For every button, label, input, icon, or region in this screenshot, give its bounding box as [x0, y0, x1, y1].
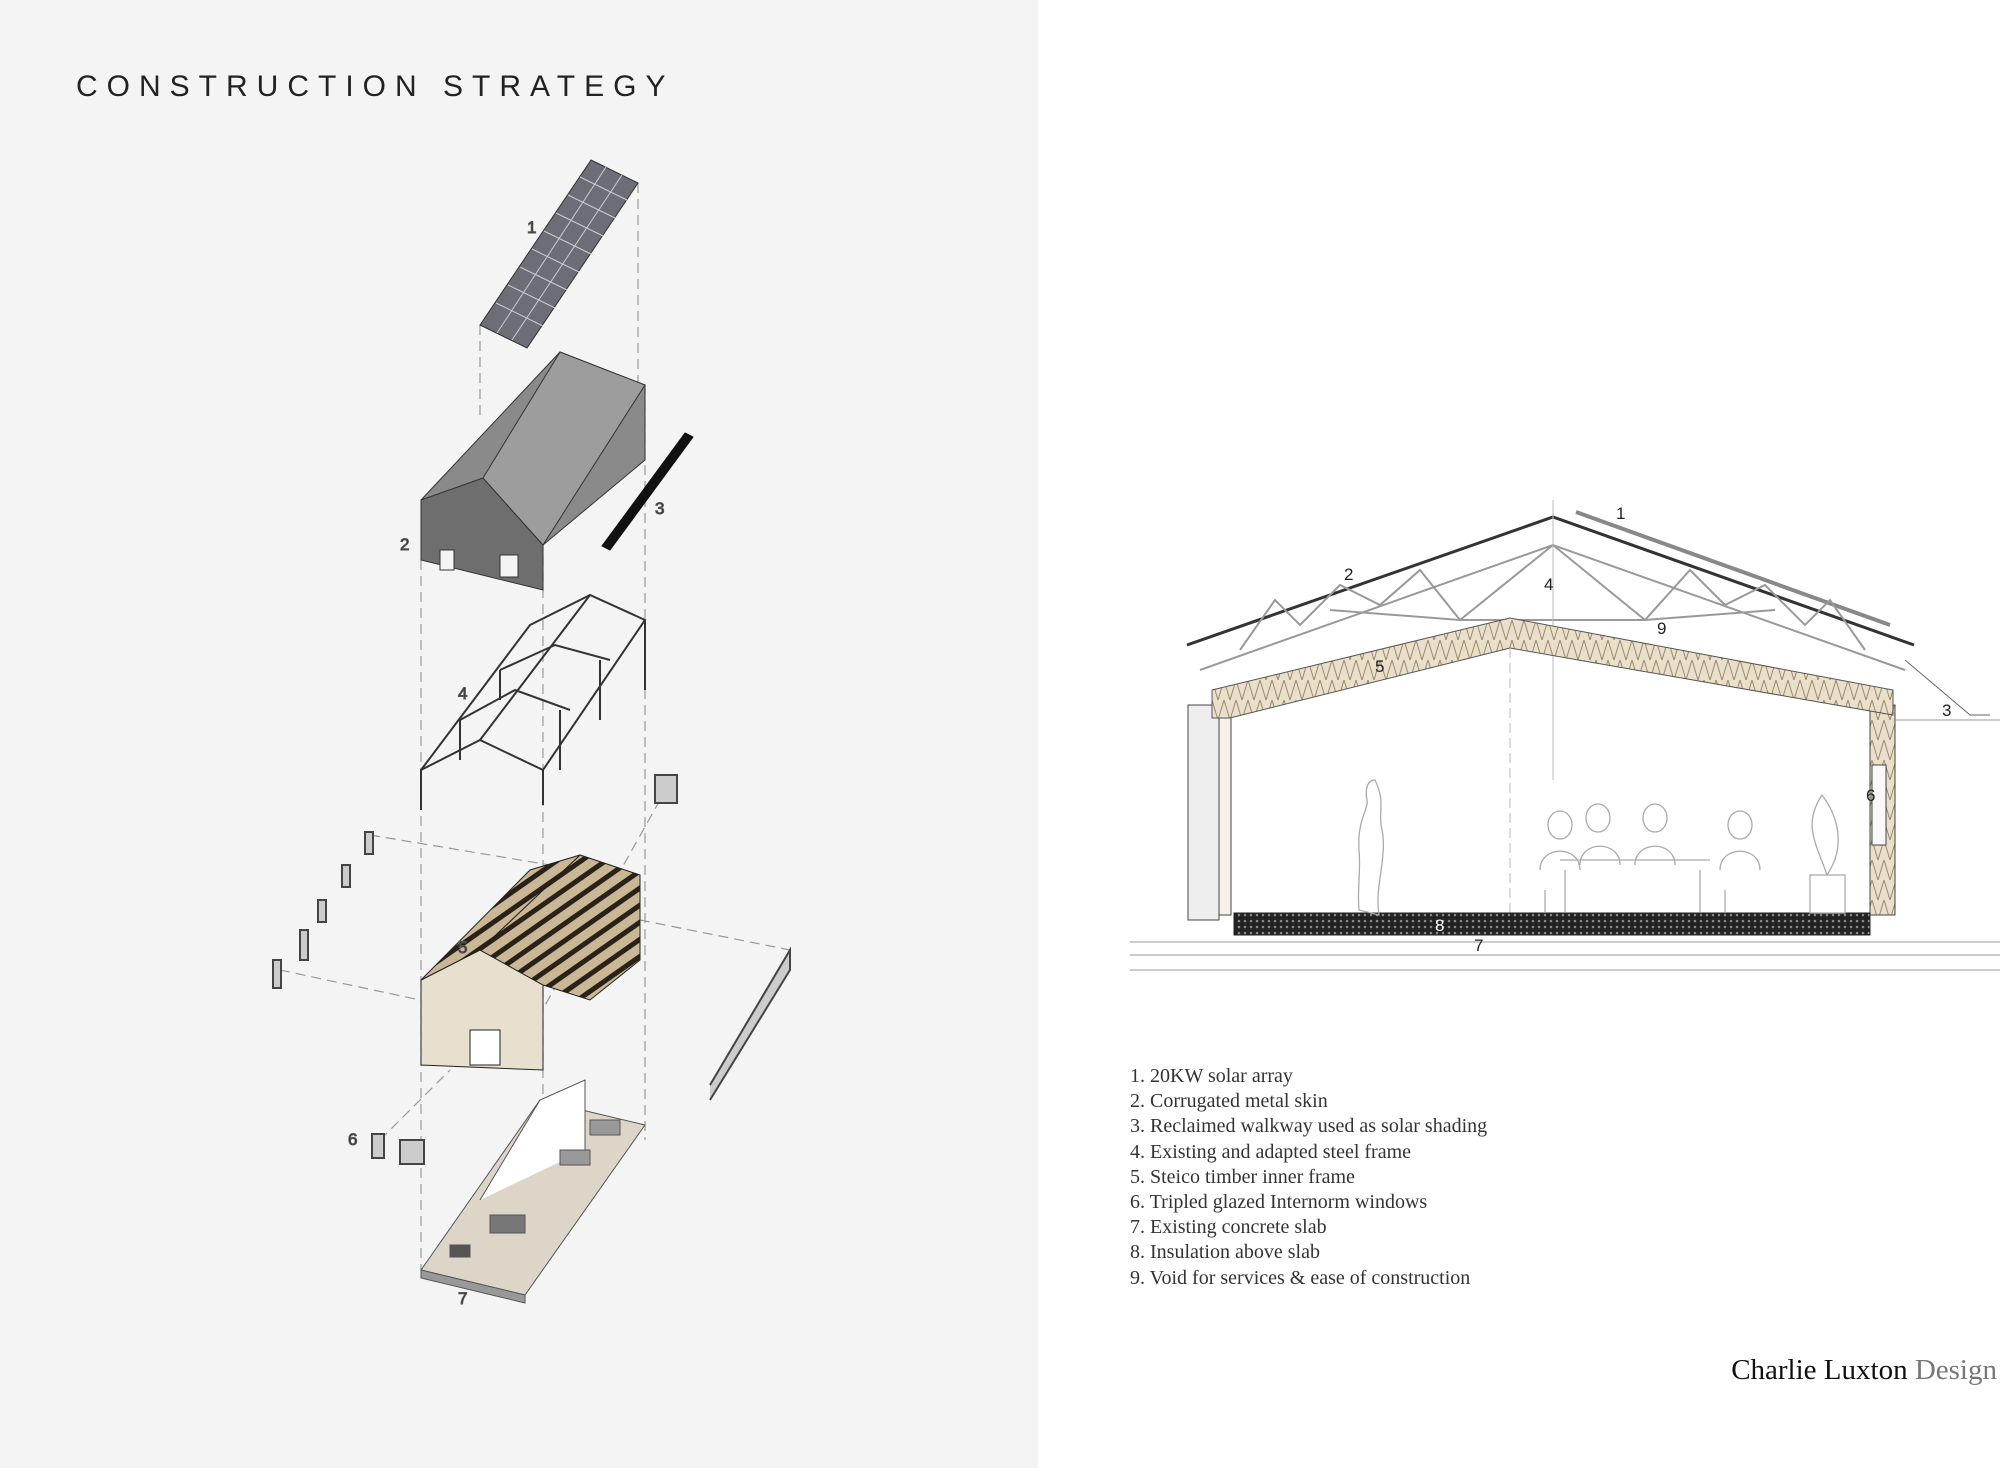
building-section: 1 2 3 4 5 6 7 8 9	[1130, 500, 2000, 971]
legend-item: 8. Insulation above slab	[1130, 1241, 1320, 1264]
windows	[272, 774, 791, 1165]
exploded-axonometric: 1 2 3 4 5 6 7	[272, 159, 791, 1309]
section-label-7: 7	[1474, 936, 1483, 955]
axon-label-1: 1	[527, 218, 536, 237]
truss	[1199, 500, 1906, 780]
section-label-5: 5	[1375, 657, 1384, 676]
legend-item: 2. Corrugated metal skin	[1130, 1090, 1328, 1113]
timber-inner-frame	[420, 854, 641, 1071]
signature-name: Charlie Luxton	[1731, 1354, 1908, 1386]
walkway	[601, 432, 694, 551]
people-silhouettes	[1357, 779, 1846, 916]
section-label-6: 6	[1866, 786, 1875, 805]
axon-label-6: 6	[348, 1130, 357, 1149]
axon-label-7: 7	[458, 1289, 467, 1308]
ground	[1130, 941, 2000, 971]
section-label-1: 1	[1616, 504, 1625, 523]
solar-array	[479, 159, 639, 349]
axon-label-2: 2	[400, 535, 409, 554]
designer-signature: Charlie Luxton Design	[1731, 1354, 1997, 1387]
axon-label-3: 3	[655, 499, 664, 518]
legend-item: 9. Void for services & ease of construct…	[1130, 1266, 1471, 1289]
solar-panel-section	[1575, 510, 1891, 627]
legend-item: 6. Tripled glazed Internorm windows	[1130, 1191, 1428, 1214]
legend-item: 1. 20KW solar array	[1130, 1065, 1293, 1087]
section-label-8: 8	[1435, 916, 1444, 935]
legend: 1. 20KW solar array 2. Corrugated metal …	[1130, 1064, 1487, 1291]
section-label-3: 3	[1942, 701, 1951, 720]
legend-item: 4. Existing and adapted steel frame	[1130, 1140, 1412, 1163]
signature-suffix: Design	[1914, 1354, 1997, 1386]
metal-skin-shed	[420, 351, 646, 591]
steel-frame	[420, 593, 647, 810]
axon-label-4: 4	[458, 684, 467, 703]
page-title: CONSTRUCTION STRATEGY	[76, 70, 675, 103]
roof-insulation	[1211, 617, 1894, 719]
legend-item: 7. Existing concrete slab	[1130, 1216, 1327, 1239]
axon-label-5: 5	[458, 938, 467, 957]
legend-item: 3. Reclaimed walkway used as solar shadi…	[1130, 1115, 1488, 1138]
section-label-2: 2	[1344, 565, 1353, 584]
legend-item: 5. Steico timber inner frame	[1130, 1165, 1355, 1188]
concrete-slab-interior	[420, 1079, 646, 1304]
floor-insulation	[1233, 912, 1871, 936]
section-label-9: 9	[1657, 619, 1666, 638]
section-label-4: 4	[1544, 575, 1553, 594]
